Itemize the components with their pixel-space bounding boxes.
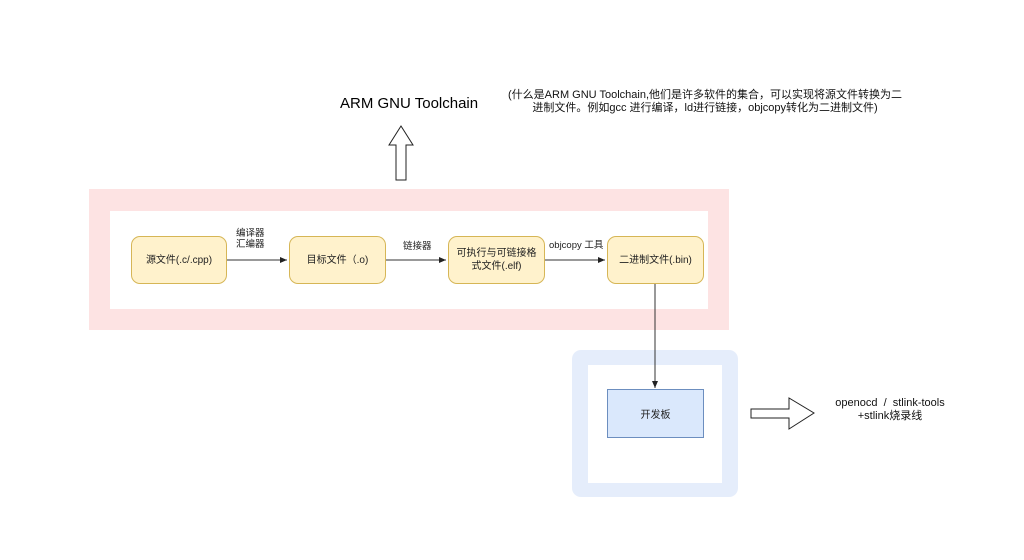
edge-label-line: 汇编器 <box>236 239 265 250</box>
board-label: 开发板 <box>640 410 671 421</box>
diagram-title: ARM GNU Toolchain <box>340 95 479 112</box>
node-object-file[interactable]: 目标文件（.o) <box>289 236 386 284</box>
flash-tools-label: openocd / stlink-tools +stlink烧录线 <box>825 397 955 423</box>
node-label: 目标文件（.o) <box>306 254 369 266</box>
edge-label-objcopy: objcopy 工具 <box>549 240 604 251</box>
up-arrow-icon <box>388 125 414 181</box>
node-dev-board[interactable]: 开发板 <box>607 389 704 438</box>
node-label: 二进制文件(.bin) <box>619 254 692 266</box>
right-arrow-icon <box>750 397 815 430</box>
toolchain-note: (什么是ARM GNU Toolchain,他们是许多软件的集合，可以实现将源文… <box>508 89 902 114</box>
flash-tools-line: +stlink烧录线 <box>857 410 923 422</box>
edge-label-compiler: 编译器 汇编器 <box>236 228 265 250</box>
node-label: 可执行与可链接格式文件(.elf) <box>456 248 537 272</box>
flash-tools-line: openocd / stlink-tools <box>835 397 945 409</box>
node-label: 源文件(.c/.cpp) <box>145 254 213 266</box>
node-elf-file[interactable]: 可执行与可链接格式文件(.elf) <box>448 236 545 284</box>
edge-label-line: 编译器 <box>236 228 265 239</box>
edge-label-linker: 链接器 <box>403 241 432 252</box>
node-bin-file[interactable]: 二进制文件(.bin) <box>607 236 704 284</box>
node-source-file[interactable]: 源文件(.c/.cpp) <box>131 236 227 284</box>
